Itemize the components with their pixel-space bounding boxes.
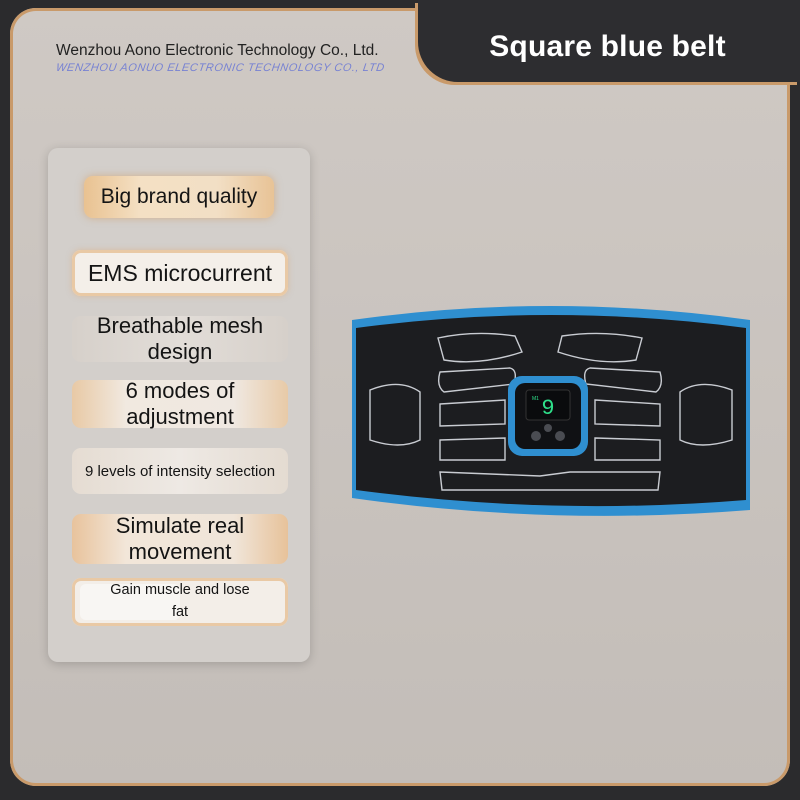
feature-6-modes: 6 modes of adjustment bbox=[72, 378, 288, 429]
belt-illustration: 9 M1 bbox=[352, 306, 750, 516]
feature-big-brand-quality: Big brand quality bbox=[84, 176, 274, 218]
feature-label: 9 levels of intensity selection bbox=[84, 462, 276, 480]
feature-muscle-fat: Gain muscle and lose fat bbox=[72, 578, 288, 626]
ems-belt-image: 9 M1 bbox=[340, 300, 760, 530]
label-highlight bbox=[80, 584, 180, 620]
feature-label-line-2: fat bbox=[171, 604, 189, 620]
title-tab bbox=[418, 0, 800, 82]
feature-real-movement: Simulate real movement bbox=[72, 513, 288, 564]
power-button bbox=[531, 431, 541, 441]
feature-label: 6 modes of adjustment bbox=[125, 378, 235, 429]
controller-screen bbox=[525, 389, 571, 421]
feature-ems-microcurrent: EMS microcurrent bbox=[72, 250, 288, 296]
company-name-reflection: WENZHOU AONUO ELECTRONIC TECHNOLOGY CO.,… bbox=[55, 62, 386, 74]
feature-label-line-1: Gain muscle and lose bbox=[110, 582, 250, 599]
mode-button bbox=[555, 431, 565, 441]
feature-9-levels: 9 levels of intensity selection bbox=[72, 448, 288, 494]
electrode-pattern bbox=[369, 332, 733, 491]
feature-label: Big brand quality bbox=[100, 185, 258, 208]
product-title: Square blue belt bbox=[489, 30, 726, 63]
feature-label: Simulate real movement bbox=[115, 513, 245, 564]
intensity-button bbox=[544, 424, 552, 432]
controller-digit: 9 bbox=[541, 396, 554, 421]
company-name: Wenzhou Aono Electronic Technology Co., … bbox=[56, 42, 379, 59]
controller-mode-label: M1 bbox=[532, 396, 539, 402]
feature-breathable-mesh: Breathable mesh design bbox=[72, 313, 288, 364]
feature-label: EMS microcurrent bbox=[87, 259, 273, 286]
feature-label: Breathable mesh design bbox=[96, 313, 264, 364]
